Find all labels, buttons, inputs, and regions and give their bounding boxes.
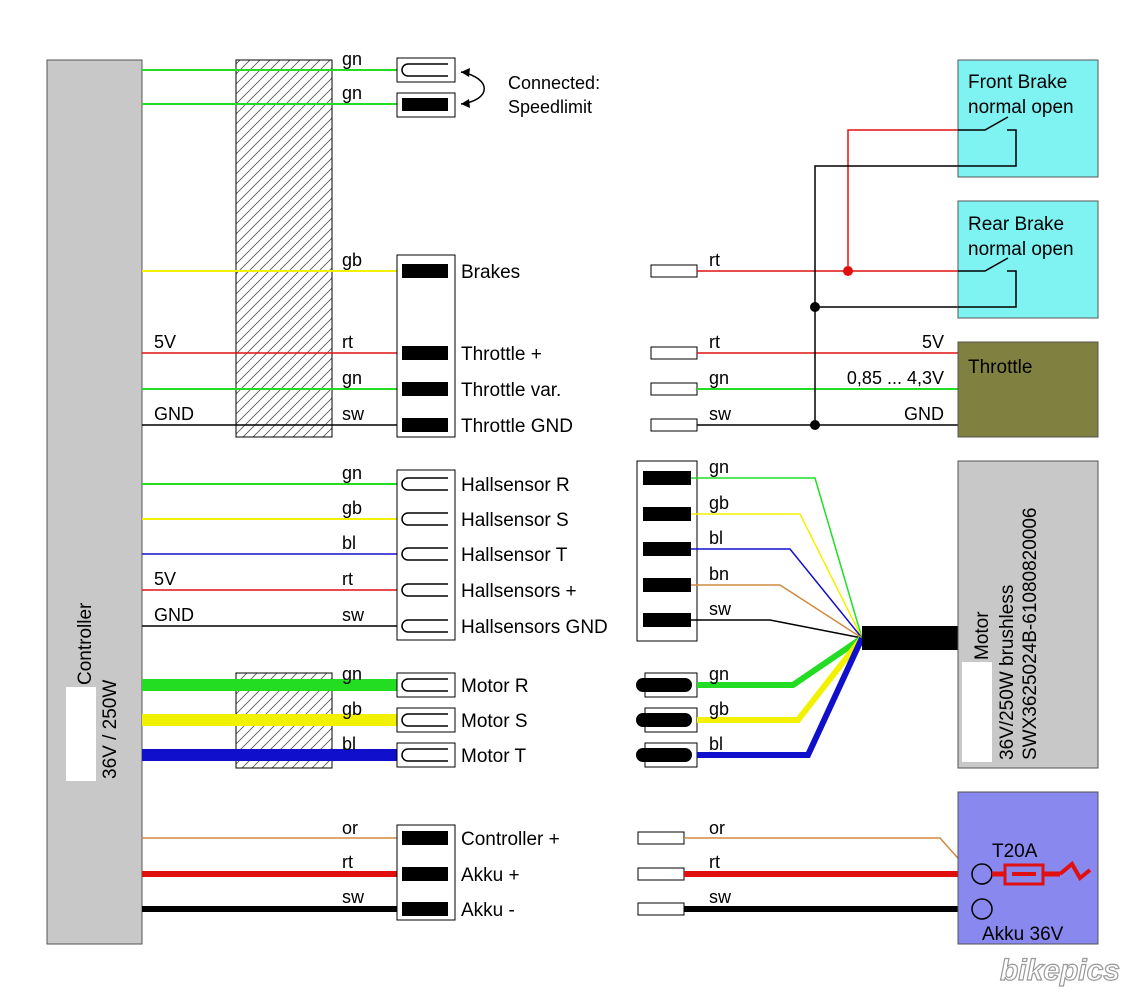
label-ctrl-plus-wire: or: [342, 818, 358, 838]
rlabel-hall-1: gn: [709, 457, 729, 477]
connector-blocks: [396, 254, 456, 921]
right-wires: [636, 129, 973, 916]
label-speed-1: gn: [342, 49, 362, 69]
rear-brake-switch-icon: [958, 257, 1009, 272]
label-hall-gnd-wire: sw: [342, 605, 365, 625]
motor-label-patch: [962, 662, 992, 762]
conn-motor-r: Motor R: [461, 676, 529, 697]
battery-fuse-label: T20A: [992, 841, 1038, 862]
conn-hall-s: Hallsensor S: [461, 510, 569, 531]
conn-throttle-var: Throttle var.: [461, 380, 561, 401]
label-hall-5v: 5V: [154, 569, 176, 589]
label-hall-s-wire: gb: [342, 498, 362, 518]
left-wires: [142, 69, 405, 912]
connector-labels: Brakes Throttle + Throttle var. Throttle…: [461, 262, 608, 921]
controller-title: Controller: [75, 602, 96, 685]
conn-akku-plus: Akku +: [461, 865, 520, 886]
conn-ctrl-plus: Controller +: [461, 829, 560, 850]
throttle-5v-value: 5V: [922, 332, 944, 352]
front-brake-sub: normal open: [968, 97, 1074, 118]
label-akku-plus-wire: rt: [342, 852, 353, 872]
conn-hall-gnd: Hallsensors GND: [461, 617, 608, 638]
label-motor-r-wire: gn: [342, 664, 362, 684]
speedlimit-connectors: Connected: Speedlimit: [396, 57, 600, 118]
front-brake-title: Front Brake: [968, 72, 1067, 93]
motor-spec: 36V/250W brushless: [997, 585, 1018, 760]
label-motor-t-wire: bl: [342, 734, 356, 754]
conn-hall-t: Hallsensor T: [461, 545, 568, 566]
speedlimit-note-1: Connected:: [508, 73, 600, 93]
speedlimit-note-2: Speedlimit: [508, 97, 592, 117]
label-throttle-plus-wire: rt: [342, 332, 353, 352]
watermark-logo: bikepics: [1000, 954, 1120, 987]
rlabel-battery-3: sw: [709, 887, 732, 907]
conn-brakes: Brakes: [461, 262, 520, 283]
rear-brake-title: Rear Brake: [968, 214, 1064, 235]
rlabel-brakes: rt: [709, 250, 720, 270]
battery-minus-terminal: [971, 898, 993, 920]
rlabel-battery-1: or: [709, 818, 725, 838]
rlabel-throttle-gnd: sw: [709, 404, 732, 424]
label-throttle-5v: 5V: [154, 332, 176, 352]
label-throttle-gnd: GND: [154, 404, 194, 424]
conn-throttle-plus: Throttle +: [461, 344, 542, 365]
conn-throttle-gnd: Throttle GND: [461, 416, 573, 437]
rear-brake-box: Rear Brake normal open: [957, 200, 1099, 319]
throttle-box: Throttle: [957, 341, 1099, 438]
controller-box: Controller 36V / 250W: [46, 59, 143, 945]
battery-box: T20A Akku 36V: [957, 791, 1099, 945]
label-motor-s-wire: gb: [342, 699, 362, 719]
rlabel-hall-4: bn: [709, 564, 729, 584]
label-hall-t-wire: bl: [342, 533, 356, 553]
right-wire-labels: rt rt gn sw gn gb bl bn sw gn gb bl or r…: [709, 250, 944, 907]
battery-plus-terminal: [971, 863, 993, 885]
rlabel-throttle-plus: rt: [709, 332, 720, 352]
conn-hall-plus: Hallsensors +: [461, 581, 577, 602]
conn-akku-minus: Akku -: [461, 900, 515, 921]
motor-part-number: SWX3625024B-61080820006: [1020, 508, 1041, 760]
label-hall-r-wire: gn: [342, 463, 362, 483]
rlabel-motor-1: gn: [709, 664, 729, 684]
rear-brake-sub: normal open: [968, 239, 1074, 260]
left-wire-labels: gn gn gb rt gn sw gn gb bl rt sw gn gb b…: [154, 49, 365, 907]
rlabel-motor-3: bl: [709, 734, 723, 754]
controller-rating: 36V / 250W: [100, 680, 121, 779]
motor-title: Motor: [972, 611, 993, 660]
throttle-title: Throttle: [968, 357, 1032, 378]
controller-label-patch: [66, 687, 96, 781]
battery-label: Akku 36V: [982, 924, 1064, 945]
rlabel-battery-2: rt: [709, 852, 720, 872]
conn-motor-s: Motor S: [461, 711, 528, 732]
label-throttle-gnd-wire: sw: [342, 404, 365, 424]
label-akku-minus-wire: sw: [342, 887, 365, 907]
label-hall-gnd: GND: [154, 605, 194, 625]
rlabel-hall-5: sw: [709, 599, 732, 619]
speedlimit-link-arrow: [460, 71, 485, 105]
rlabel-hall-2: gb: [709, 493, 729, 513]
rlabel-motor-2: gb: [709, 699, 729, 719]
label-throttle-var-wire: gn: [342, 368, 362, 388]
motor-box: Motor 36V/250W brushless SWX3625024B-610…: [957, 460, 1099, 769]
label-hall-plus-wire: rt: [342, 569, 353, 589]
rlabel-throttle-var: gn: [709, 368, 729, 388]
conn-motor-t: Motor T: [461, 746, 527, 767]
throttle-gnd-value: GND: [904, 404, 944, 424]
battery-switch-icon: [1058, 860, 1092, 882]
conn-hall-r: Hallsensor R: [461, 475, 570, 496]
front-brake-switch-icon: [958, 116, 1009, 131]
label-brakes-wire: gb: [342, 250, 362, 270]
rlabel-hall-3: bl: [709, 528, 723, 548]
front-brake-box: Front Brake normal open: [957, 59, 1099, 178]
label-speed-2: gn: [342, 83, 362, 103]
throttle-range-value: 0,85 ... 4,3V: [847, 368, 944, 388]
cable-bundle-signal: [235, 59, 333, 438]
